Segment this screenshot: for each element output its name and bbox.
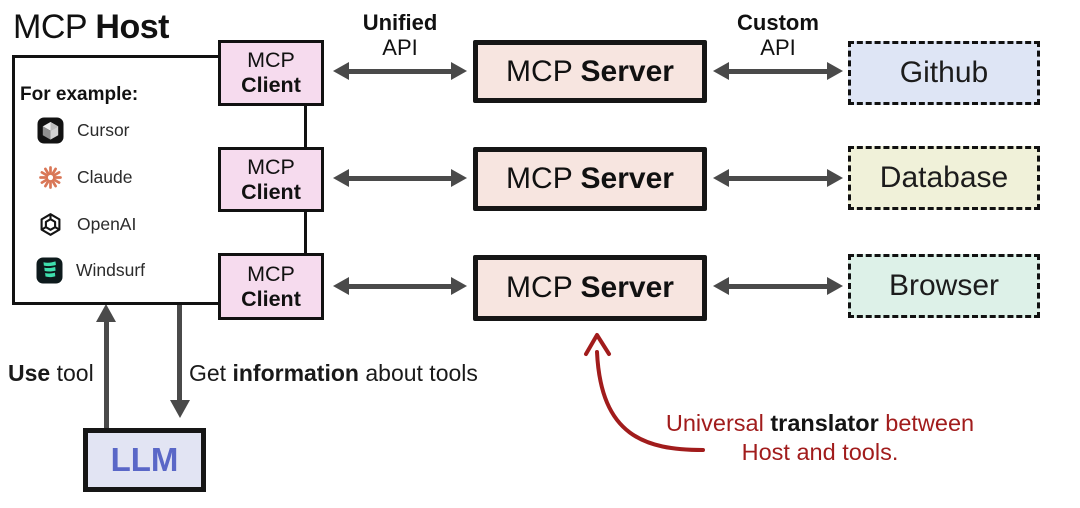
openai-app-icon bbox=[40, 213, 61, 236]
annotation-bold: translator bbox=[770, 410, 879, 436]
mcp-client-box-2: MCP Client bbox=[218, 147, 324, 212]
app-item-claude: Claude bbox=[37, 164, 132, 191]
get-info-pre: Get bbox=[189, 360, 233, 386]
get-info-arrow-line bbox=[177, 300, 182, 401]
annotation-post: between bbox=[878, 410, 975, 436]
custom-api-line2: API bbox=[760, 35, 796, 60]
use-tool-arrow-line bbox=[104, 320, 109, 428]
server-label-bold: Server bbox=[580, 271, 674, 304]
app-label: Windsurf bbox=[76, 260, 146, 280]
client-label-bottom: Client bbox=[241, 179, 301, 204]
client-connector-line bbox=[304, 100, 307, 150]
mcp-server-box-3: MCP Server bbox=[473, 255, 707, 321]
unified-api-label: Unified API bbox=[330, 10, 470, 60]
app-item-windsurf: Windsurf bbox=[36, 257, 145, 284]
unified-api-line1: Unified bbox=[362, 10, 438, 35]
get-info-label: Get information about tools bbox=[189, 360, 478, 387]
server-label-prefix: MCP bbox=[506, 271, 581, 304]
app-item-openai: OpenAI bbox=[37, 211, 136, 238]
client-server-double-arrow-3 bbox=[333, 277, 467, 295]
diagram-title: MCP Host bbox=[13, 8, 169, 47]
app-label: Claude bbox=[77, 167, 133, 187]
app-label: Cursor bbox=[77, 120, 130, 140]
target-label: Database bbox=[879, 161, 1009, 194]
use-tool-label: Use tool bbox=[8, 360, 94, 387]
server-label-prefix: MCP bbox=[506, 162, 581, 195]
server-target-double-arrow-3 bbox=[713, 277, 843, 295]
client-label-bottom: Client bbox=[241, 73, 301, 97]
app-label: OpenAI bbox=[77, 214, 137, 234]
title-prefix: MCP bbox=[13, 8, 96, 46]
client-label-bottom: Client bbox=[241, 286, 301, 311]
server-label-bold: Server bbox=[580, 162, 674, 195]
title-bold: Host bbox=[95, 8, 169, 46]
llm-label: LLM bbox=[110, 441, 179, 478]
examples-label: For example: bbox=[20, 84, 139, 105]
unified-api-line2: API bbox=[382, 35, 418, 60]
windsurf-app-icon bbox=[36, 257, 63, 284]
client-connector-line bbox=[304, 208, 307, 258]
down-arrowhead-icon bbox=[170, 400, 190, 418]
annotation-line1: Universal translator between bbox=[640, 409, 1000, 438]
target-label: Browser bbox=[888, 269, 1000, 302]
up-arrowhead-icon bbox=[96, 304, 116, 322]
get-info-bold: information bbox=[232, 360, 359, 386]
target-box-database: Database bbox=[848, 146, 1040, 210]
client-label-top: MCP bbox=[247, 261, 295, 286]
mcp-server-box-1: MCP Server bbox=[473, 40, 707, 103]
claude-app-icon bbox=[39, 166, 62, 189]
client-server-double-arrow-1 bbox=[333, 62, 467, 80]
target-box-github: Github bbox=[848, 41, 1040, 105]
server-label-prefix: MCP bbox=[506, 54, 581, 88]
target-label: Github bbox=[899, 56, 989, 89]
custom-api-line1: Custom bbox=[737, 10, 819, 35]
get-info-post: about tools bbox=[358, 360, 478, 386]
app-item-cursor: Cursor bbox=[37, 117, 130, 144]
target-box-browser: Browser bbox=[848, 254, 1040, 318]
use-tool-bold: Use bbox=[8, 360, 51, 386]
use-tool-rest: tool bbox=[50, 360, 94, 386]
annotation-line2: Host and tools. bbox=[741, 439, 899, 465]
cursor-app-icon bbox=[37, 117, 64, 144]
server-target-double-arrow-2 bbox=[713, 169, 843, 187]
client-server-double-arrow-2 bbox=[333, 169, 467, 187]
custom-api-label: Custom API bbox=[708, 10, 848, 60]
mcp-client-box-3: MCP Client bbox=[218, 253, 324, 320]
client-label-top: MCP bbox=[247, 48, 295, 72]
server-target-double-arrow-1 bbox=[713, 62, 843, 80]
mcp-server-box-2: MCP Server bbox=[473, 147, 707, 211]
llm-box: LLM bbox=[83, 428, 206, 492]
annotation-text: Universal translator between Host and to… bbox=[640, 409, 1000, 467]
server-label-bold: Server bbox=[580, 54, 674, 88]
client-label-top: MCP bbox=[247, 154, 295, 179]
annotation-pre: Universal bbox=[665, 410, 771, 436]
mcp-client-box-1: MCP Client bbox=[218, 40, 324, 106]
